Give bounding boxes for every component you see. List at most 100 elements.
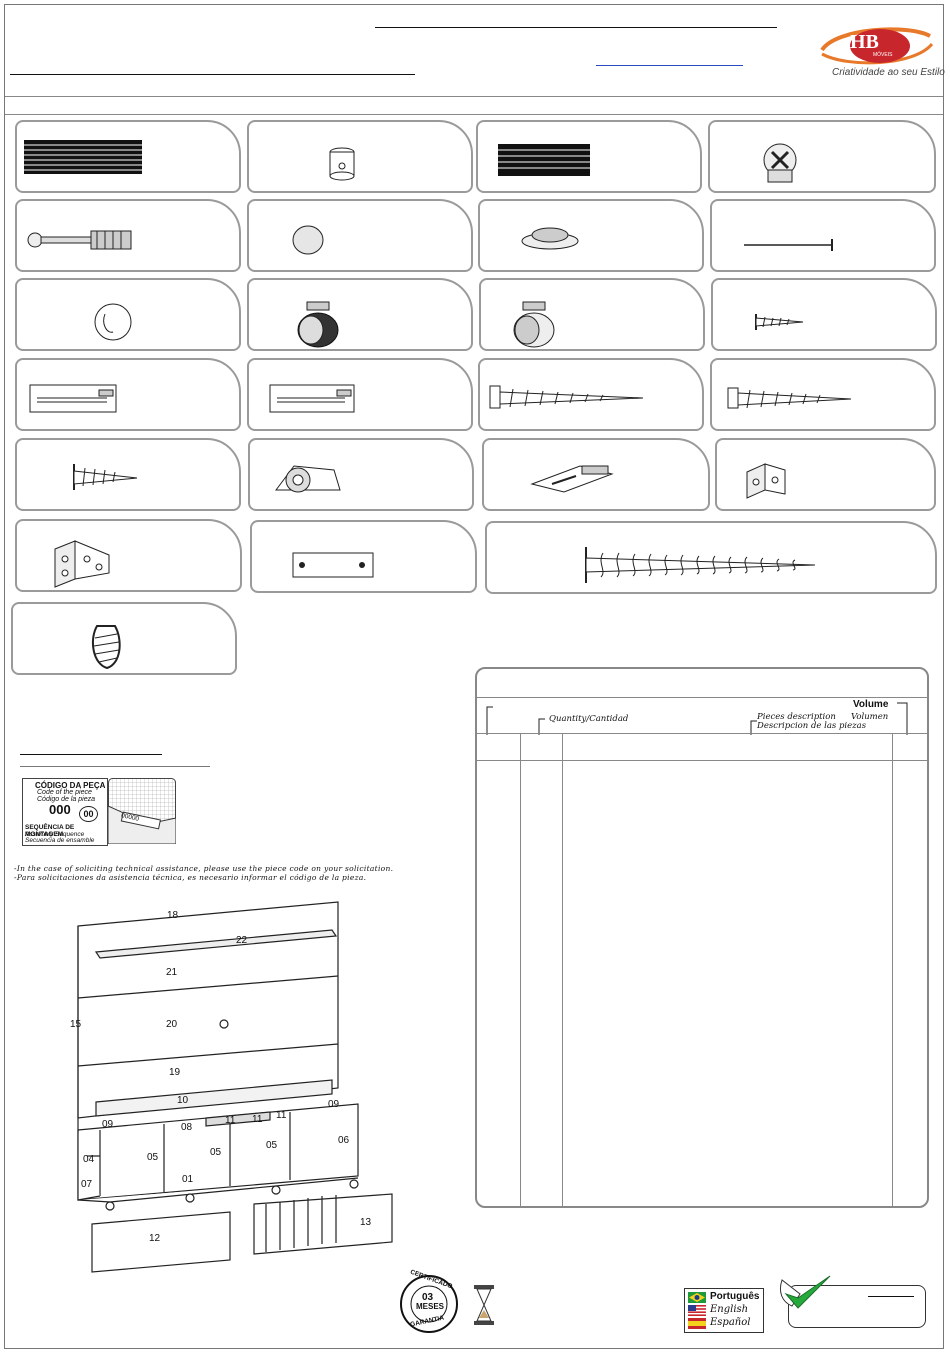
- part-11-c: 11: [276, 1110, 287, 1121]
- piece-code-title: CÓDIGO DA PEÇA: [35, 781, 106, 790]
- cover-cap-icon: [292, 225, 324, 255]
- language-legend: Português English Español: [684, 1288, 764, 1333]
- header-divider: [5, 96, 943, 97]
- part-04: 04: [83, 1154, 95, 1165]
- part-05-a: 05: [147, 1152, 159, 1163]
- foot-pad-icon: [521, 227, 579, 250]
- screw-long-icon: [727, 387, 852, 409]
- header-rule-top: [375, 27, 777, 28]
- piece-code-number: 000: [49, 802, 71, 817]
- table-volumen-label: Volumen: [851, 712, 889, 722]
- part-13: 13: [360, 1217, 372, 1228]
- screw-short-icon: [755, 314, 804, 330]
- hardware-cell-minifix-housing: [247, 120, 473, 193]
- assembly-sequence-en: Assembly Sequence: [25, 831, 85, 838]
- tv-panel-exploded-drawing: [77, 901, 393, 1273]
- part-19: 19: [169, 1067, 181, 1078]
- part-05-c: 05: [266, 1140, 278, 1151]
- piece-code-sequence: 00: [79, 806, 98, 822]
- parts-list-table: Volume Quantity/Cantidad Pieces descript…: [475, 667, 929, 1208]
- hardware-cell-screw-long-a: [478, 358, 704, 431]
- language-spanish: Español: [710, 1317, 751, 1328]
- part-08: 08: [181, 1122, 193, 1133]
- approval-box: [788, 1285, 926, 1328]
- table-title-rule: [477, 697, 927, 698]
- board-label-illustration: [108, 778, 176, 844]
- hardware-cell-screw-extra-long: [485, 521, 937, 594]
- table-header-leaders: [486, 702, 908, 735]
- corner-bracket-icon: [746, 463, 786, 499]
- hardware-cell-dowel-large: [15, 120, 241, 193]
- part-05-b: 05: [210, 1147, 222, 1158]
- drawer-rail-icon: [29, 384, 117, 413]
- part-21: 21: [166, 967, 178, 978]
- screw-cap-icon: [94, 303, 132, 341]
- part-20: 20: [166, 1019, 178, 1030]
- hardware-cell-hinge-wheel: [248, 438, 474, 511]
- approval-line: [868, 1296, 914, 1297]
- assembly-sequence-es: Secuencia de ensamble: [25, 837, 95, 844]
- hardware-cell-corner-bracket-large: [15, 519, 242, 592]
- part-11-a: 11: [225, 1115, 236, 1126]
- part-06: 06: [338, 1135, 350, 1146]
- wheel-bracket-icon: [275, 465, 341, 493]
- hardware-cell-minifix-bolt: [15, 199, 241, 272]
- assembly-sequence-title: SEQUÊNCIA DE MONTAGEM: [25, 824, 75, 838]
- caster-wheel-icon: [297, 301, 339, 348]
- hardware-cell-caster-a: [247, 278, 473, 351]
- flags-icon: [688, 1292, 706, 1329]
- page-frame: [4, 4, 944, 1349]
- label-rule-2: [20, 766, 210, 767]
- label-rule-1: [20, 754, 162, 755]
- hardware-cell-cover-cap: [247, 199, 473, 272]
- hardware-cell-cable-tie: [11, 602, 237, 675]
- part-07: 07: [81, 1179, 93, 1190]
- part-18: 18: [167, 910, 179, 921]
- hardware-cell-shelf-support: [482, 438, 710, 511]
- shelf-support-icon: [530, 465, 614, 493]
- warranty-seal: [400, 1275, 458, 1333]
- drawer-rail-icon: [269, 384, 355, 413]
- hardware-cell-rail-b: [247, 358, 473, 431]
- note-spanish: -Para solicitaciones da asistencia técni…: [14, 873, 367, 882]
- hardware-cell-screw-medium: [15, 438, 241, 511]
- brand-badge: MÓVEIS: [873, 52, 893, 58]
- part-11-b: 11: [252, 1114, 263, 1125]
- table-header-rule: [477, 733, 927, 734]
- brand-logo-text: HB: [850, 31, 879, 53]
- hourglass-icon: [474, 1285, 494, 1325]
- part-22: 22: [236, 935, 248, 946]
- note-english: -In the case of soliciting technical ass…: [14, 864, 394, 873]
- table-col-3: [892, 733, 893, 1208]
- part-09-left: 09: [102, 1119, 114, 1130]
- part-12: 12: [149, 1233, 161, 1244]
- language-english: English: [710, 1304, 749, 1315]
- table-column-header-rule: [477, 760, 927, 761]
- connecting-bolt-icon: [27, 230, 132, 250]
- table-pieces-en: Pieces description: [757, 712, 836, 722]
- dowel-small-icon: [498, 144, 590, 176]
- hardware-cell-rail-a: [15, 358, 241, 431]
- header-rule-left: [10, 74, 415, 75]
- part-10: 10: [177, 1095, 189, 1106]
- cam-lock-icon: [763, 143, 797, 183]
- table-volume-title: Volume: [853, 699, 889, 710]
- header-link-rule: [596, 65, 743, 66]
- piece-code-es: Código de la pieza: [37, 796, 95, 803]
- header-divider-2: [5, 114, 943, 115]
- part-15: 15: [70, 1019, 82, 1030]
- dowel-icon: [24, 140, 142, 174]
- hardware-cell-corner-bracket-small: [715, 438, 936, 511]
- brand-tagline: Criatividade ao seu Estilo: [832, 67, 945, 78]
- part-09-right: 09: [328, 1099, 340, 1110]
- table-pieces-es: Descripcion de las piezas: [757, 721, 867, 731]
- hardware-cell-foot-pad: [478, 199, 704, 272]
- nail-icon: [744, 239, 833, 251]
- table-col-1: [520, 733, 521, 1208]
- hardware-cell-screw-long-b: [710, 358, 936, 431]
- piece-code-label: CÓDIGO DA PEÇA Code of the piece Código …: [22, 778, 108, 846]
- language-portuguese: Português: [710, 1291, 760, 1302]
- screw-medium-icon: [73, 464, 138, 490]
- hardware-cell-screw-short: [711, 278, 937, 351]
- warranty-months: MESES: [416, 1302, 445, 1311]
